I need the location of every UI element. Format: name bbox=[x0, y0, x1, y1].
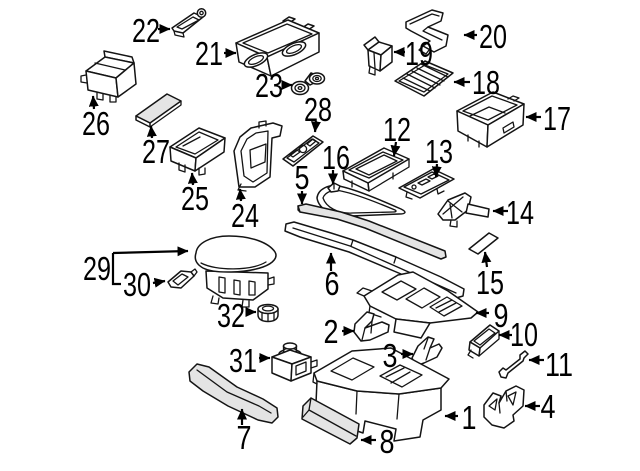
arrow-12 bbox=[390, 141, 401, 157]
part-14-bracket-drawing bbox=[437, 192, 490, 228]
part-7-trim-blade-drawing bbox=[188, 363, 279, 424]
callout-label-26: 26 bbox=[82, 105, 110, 142]
callout-label-6: 6 bbox=[325, 265, 340, 302]
callout-label-1: 1 bbox=[462, 399, 477, 436]
part-13-switch-panel-drawing bbox=[398, 168, 455, 200]
part-1-console-body-drawing bbox=[312, 347, 450, 442]
callout-label-9: 9 bbox=[494, 297, 509, 334]
callout-label-31: 31 bbox=[229, 342, 257, 379]
arrow-27 bbox=[146, 125, 157, 139]
callout-label-15: 15 bbox=[476, 264, 504, 301]
part-8-panel-drawing bbox=[301, 397, 360, 445]
callout-label-14: 14 bbox=[506, 194, 534, 231]
part-32-cap-drawing bbox=[257, 303, 279, 323]
callout-label-24: 24 bbox=[231, 197, 259, 234]
callout-label-22: 22 bbox=[132, 12, 160, 49]
part-19-holder-drawing bbox=[363, 36, 393, 76]
part-22-tray-drawing bbox=[171, 8, 207, 38]
callout-label-12: 12 bbox=[383, 111, 411, 148]
arrow-25 bbox=[187, 172, 198, 186]
arrow-24 bbox=[235, 188, 246, 202]
part-26-bin-drawing bbox=[80, 50, 137, 103]
callout-label-27: 27 bbox=[142, 133, 170, 170]
callout-label-5: 5 bbox=[295, 159, 310, 196]
part-27-mat-drawing bbox=[135, 93, 182, 128]
part-29-armrest-drawing bbox=[194, 235, 277, 308]
part-25-tray-drawing bbox=[169, 127, 226, 176]
part-20-duct-drawing bbox=[405, 9, 449, 55]
callout-label-16: 16 bbox=[322, 139, 350, 176]
callout-label-7: 7 bbox=[237, 419, 252, 456]
part-30-clip-drawing bbox=[167, 268, 198, 289]
part-24-side-panel-drawing bbox=[233, 120, 283, 192]
arrow-13 bbox=[431, 163, 442, 178]
arrow-26 bbox=[88, 95, 99, 110]
part-28-switch-trim-drawing bbox=[282, 135, 324, 167]
part-10-frame-drawing bbox=[467, 324, 500, 359]
callout-label-11: 11 bbox=[545, 346, 573, 383]
part-17-storage-box-drawing bbox=[456, 91, 525, 148]
callout-label-10: 10 bbox=[510, 316, 538, 353]
arrow-29 bbox=[112, 246, 189, 257]
callout-label-18: 18 bbox=[472, 64, 500, 101]
callout-label-3: 3 bbox=[383, 337, 398, 374]
callout-label-28: 28 bbox=[304, 91, 332, 128]
part-18-rubber-mat-drawing bbox=[394, 60, 454, 97]
part-21-storage-tray-drawing bbox=[235, 16, 320, 77]
part-4-bracket-drawing bbox=[483, 385, 525, 429]
arrow-28 bbox=[310, 120, 321, 133]
callout-label-29: 29 bbox=[83, 250, 111, 287]
part-2-bracket-drawing bbox=[353, 311, 390, 342]
callout-arrows bbox=[88, 24, 544, 445]
part-16-gasket-drawing bbox=[316, 182, 406, 217]
callout-label-25: 25 bbox=[181, 180, 209, 217]
part-11-rod-drawing bbox=[498, 350, 529, 379]
bracket-29 bbox=[111, 253, 121, 286]
callout-label-4: 4 bbox=[541, 388, 556, 425]
callout-label-8: 8 bbox=[380, 423, 395, 460]
part-12-tray-lid-drawing bbox=[342, 147, 410, 192]
callout-label-30: 30 bbox=[123, 266, 151, 303]
part-15-pad-drawing bbox=[468, 232, 499, 255]
callout-label-2: 2 bbox=[324, 313, 339, 350]
part-5-trim-strip-drawing bbox=[297, 203, 447, 260]
callout-labels: 1 2 3 4 5 6 7 8 9 10 11 12 13 14 15 16 1… bbox=[82, 12, 573, 460]
callout-label-13: 13 bbox=[425, 133, 453, 170]
arrow-15 bbox=[481, 251, 492, 268]
part-9-carrier-drawing bbox=[356, 271, 479, 339]
part-31-switch-unit-drawing bbox=[271, 342, 318, 382]
callout-label-17: 17 bbox=[543, 100, 571, 137]
callout-label-23: 23 bbox=[255, 67, 283, 104]
callout-label-20: 20 bbox=[479, 18, 507, 55]
callout-label-32: 32 bbox=[217, 297, 245, 334]
arrow-30 bbox=[152, 277, 166, 288]
callout-label-21: 21 bbox=[195, 35, 223, 72]
callout-label-19: 19 bbox=[405, 35, 433, 72]
